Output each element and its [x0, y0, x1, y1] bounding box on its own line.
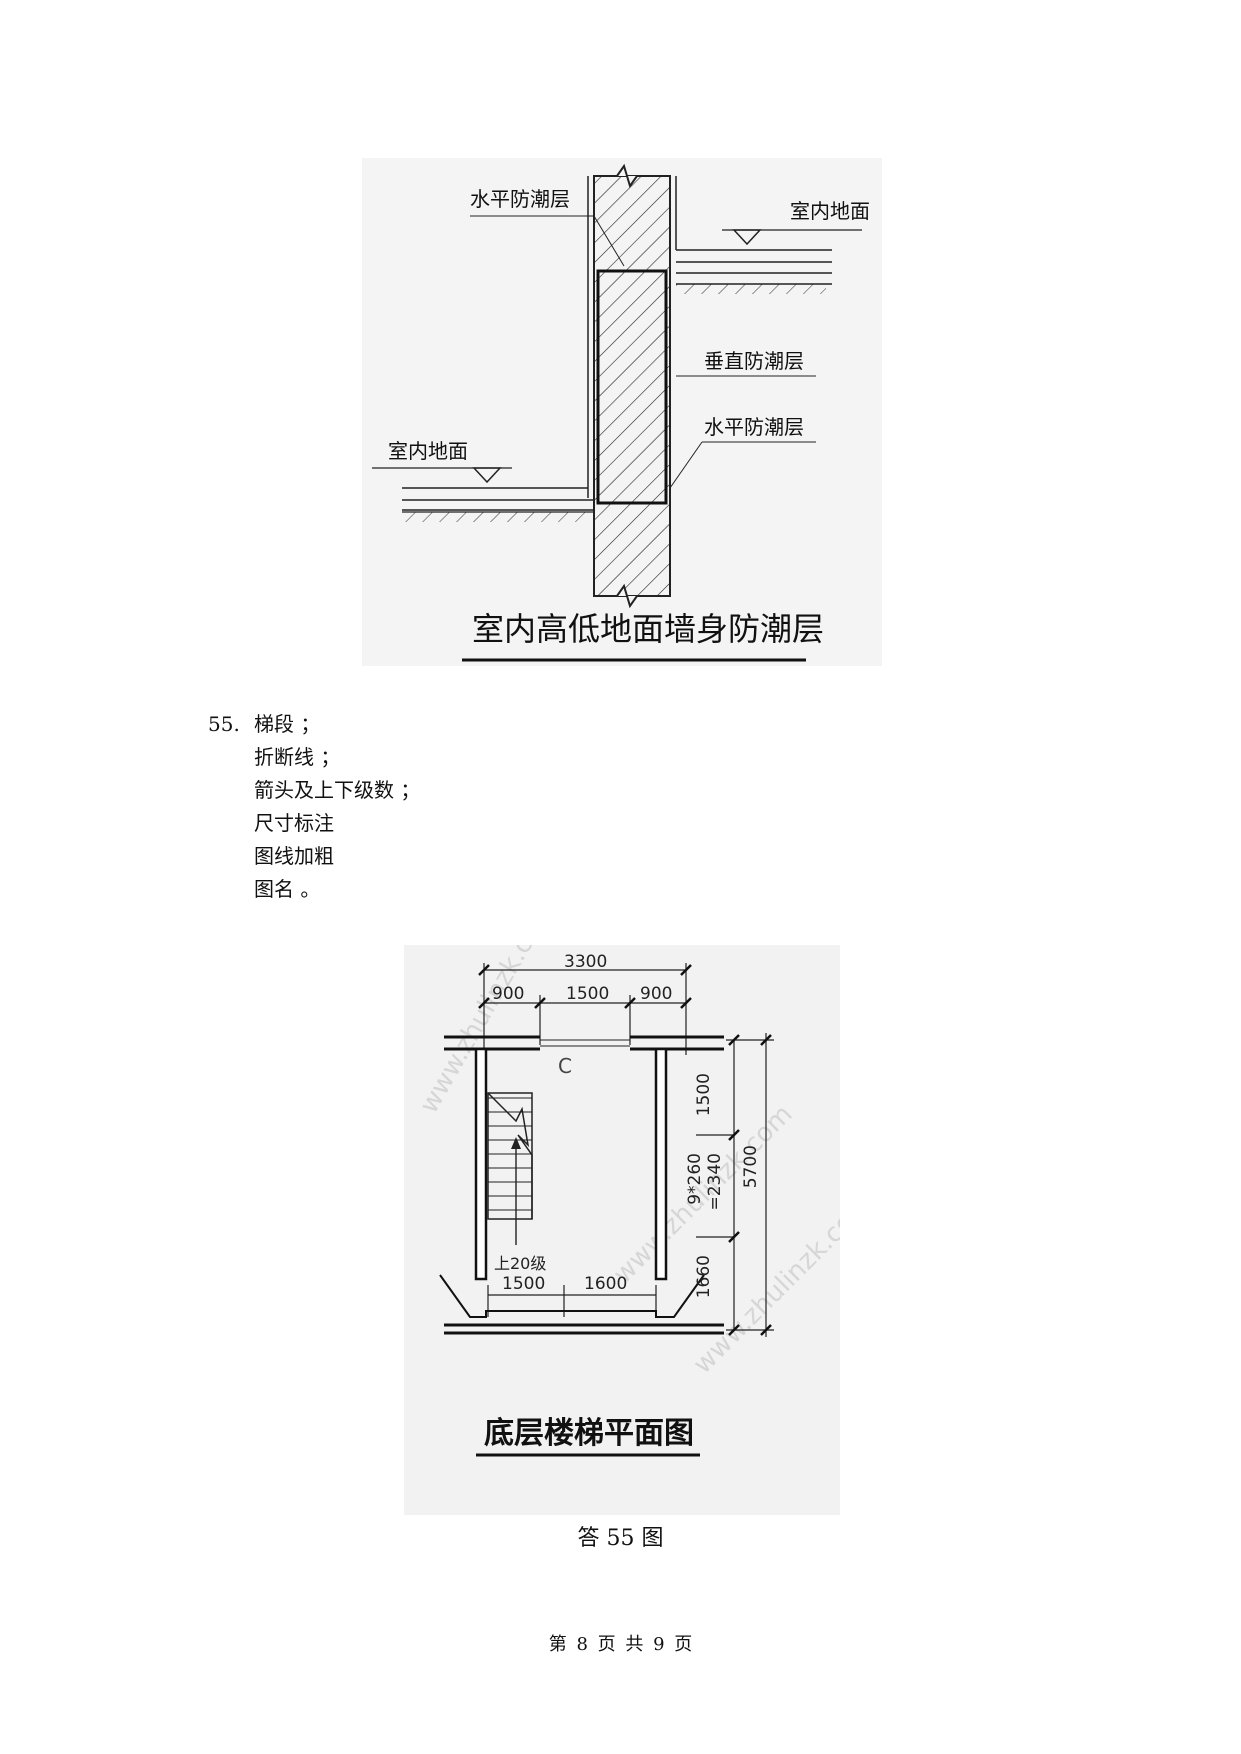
dim-top-c: 900 [640, 984, 672, 1004]
dim-right-c: 1660 [694, 1255, 714, 1298]
stair-plan-figure: www.zhulinzk.com www.zhulinzk.com www.zh… [404, 896, 878, 1515]
break-line [487, 1092, 533, 1219]
stair-plan-drawing: www.zhulinzk.com www.zhulinzk.com www.zh… [414, 896, 878, 1457]
list-item: 折断线 ； [208, 741, 420, 774]
answer-item-5: 图线加粗 [254, 844, 334, 868]
break-mark-top [594, 163, 670, 189]
figure1-title: 室内高低地面墙身防潮层 [472, 610, 824, 648]
label-hdp-top: 水平防潮层 [470, 187, 570, 211]
answer-item-2: 折断线 ； [254, 745, 341, 769]
list-item: 箭头及上下级数 ； [208, 774, 420, 807]
list-item: 图线加粗 [208, 840, 420, 873]
list-item: 图名 。 [208, 873, 420, 906]
stair-label: 上20级 [494, 1254, 546, 1273]
dim-right-b: 9*260 [685, 1153, 705, 1205]
page-footer: 第 8 页 共 9 页 [548, 1634, 693, 1655]
answer-item-4: 尺寸标注 [254, 811, 334, 835]
dim-right-a: 1500 [694, 1073, 714, 1116]
dim-right-b2: =2340 [705, 1153, 725, 1211]
list-item: 55. 梯段 ； [208, 708, 420, 741]
list-item: 尺寸标注 [208, 807, 420, 840]
question-number: 55. [208, 712, 240, 736]
stair-arrow-head [511, 1137, 521, 1149]
label-hdp-right: 水平防潮层 [704, 415, 804, 439]
dim-bottom-b: 1600 [584, 1274, 627, 1294]
floor-level-symbol-right [732, 229, 762, 246]
dim-right-total: 5700 [741, 1145, 761, 1188]
label-vdp: 垂直防潮层 [704, 349, 804, 373]
answer-item-3: 箭头及上下级数 ； [254, 778, 421, 802]
damp-proof-drawing: 水平防潮层 室内地面 垂直防潮层 水平防潮层 室内地面 室内高低地面墙身防潮层 [372, 163, 870, 662]
label-floor-right: 室内地面 [790, 199, 870, 223]
figure-caption: 答 55 图 [577, 1526, 664, 1551]
dim-top-a: 900 [492, 984, 524, 1004]
answer-item-6: 图名 。 [254, 877, 321, 901]
dim-top-b: 1500 [566, 984, 609, 1004]
break-mark-bottom [594, 583, 670, 609]
figure2-title: 底层楼梯平面图 [484, 1416, 694, 1451]
left-wall [474, 1047, 488, 1281]
right-wall [654, 1047, 668, 1281]
answer-item-1: 梯段 ； [254, 712, 321, 736]
floor-level-symbol-left [472, 467, 502, 484]
door-label: C [558, 1054, 572, 1078]
dim-top-total: 3300 [564, 952, 607, 972]
damp-proof-course-figure: 水平防潮层 室内地面 垂直防潮层 水平防潮层 室内地面 室内高低地面墙身防潮层 [362, 158, 882, 666]
stair-flight [487, 1092, 533, 1220]
answer-55: 55. 梯段 ； 折断线 ； 箭头及上下级数 ； 尺寸标注 图线加粗 图名 。 [208, 708, 420, 906]
vertical-dpc [596, 269, 668, 505]
dim-bottom-a: 1500 [502, 1274, 545, 1294]
wall-section [593, 175, 671, 597]
label-floor-left: 室内地面 [388, 439, 468, 463]
